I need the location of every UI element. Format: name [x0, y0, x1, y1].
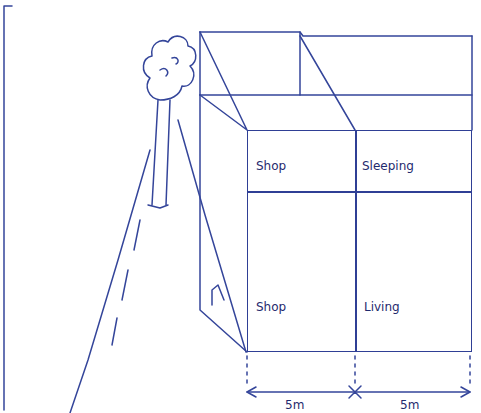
- road-edge: [70, 150, 150, 413]
- room-label: Shop: [256, 300, 286, 314]
- tree-trunk: [148, 100, 170, 208]
- tree-crown: [143, 36, 195, 100]
- room-box: Sleeping: [355, 130, 472, 193]
- dimension-arrows: [247, 386, 470, 398]
- room-box: Shop: [247, 191, 357, 352]
- dimension-extension: [247, 356, 470, 385]
- roof-diagonals: [200, 32, 355, 130]
- room-label: Sleeping: [362, 159, 414, 173]
- road-centre-line: [112, 220, 140, 345]
- dimension-label: 5m: [283, 398, 306, 412]
- roof-eave: [200, 94, 472, 96]
- room-label: Living: [364, 300, 400, 314]
- roof-edges: [200, 32, 472, 130]
- room-label: Shop: [256, 159, 286, 173]
- dimension-label: 5m: [398, 398, 421, 412]
- roof-ridge: [200, 32, 472, 36]
- room-box: Living: [355, 191, 472, 352]
- frame-bracket: [4, 6, 12, 410]
- side-door: [212, 285, 224, 305]
- dimension-line: [247, 391, 470, 393]
- room-box: Shop: [247, 130, 357, 193]
- road-edge: [178, 120, 246, 352]
- tree-detail: [160, 58, 178, 76]
